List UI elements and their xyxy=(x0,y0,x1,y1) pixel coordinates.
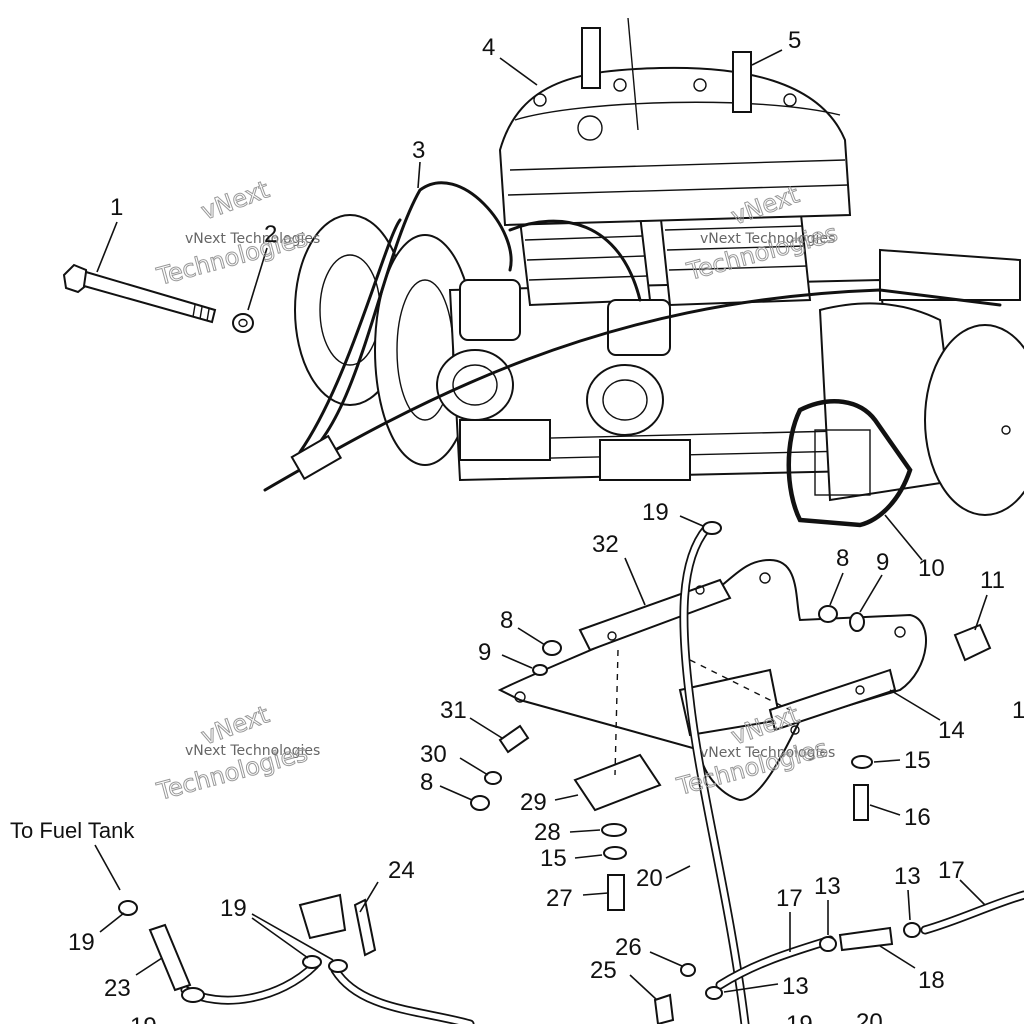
carb-right-top xyxy=(607,299,671,356)
carb-right-throat xyxy=(586,364,664,436)
callout-11: 11 xyxy=(980,567,1005,594)
leader-lines xyxy=(94,49,988,1001)
plate-29 xyxy=(573,753,662,812)
callout-25: 25 xyxy=(590,957,617,984)
callout-27: 27 xyxy=(546,885,573,912)
callout-31: 31 xyxy=(440,697,467,724)
callout-15-right: 15 xyxy=(904,747,931,774)
bolt-27 xyxy=(607,874,625,911)
screw-26 xyxy=(680,963,696,977)
clamp-19b xyxy=(118,900,138,916)
engine-assembly xyxy=(263,17,1024,528)
clamp-13a xyxy=(819,936,837,952)
callout-26: 26 xyxy=(615,934,642,961)
washer-15b xyxy=(603,846,627,860)
callout-3: 3 xyxy=(412,137,425,164)
callout-19-top: 19 xyxy=(642,499,669,526)
to-fuel-tank-label: To Fuel Tank xyxy=(10,818,135,843)
clamp-19e xyxy=(181,987,205,1003)
clamp-19a xyxy=(702,521,722,535)
watermark-b2: vNext Technologies xyxy=(700,231,835,247)
throttle-cable-3 xyxy=(298,181,513,464)
clamp-13c xyxy=(705,986,723,1000)
spark-plug-left xyxy=(581,27,601,89)
watermark-c2: vNext Technologies xyxy=(185,743,320,759)
watermark-d2: vNext Technologies xyxy=(700,745,835,761)
fuel-filter-23 xyxy=(148,923,192,992)
plate-32 xyxy=(578,578,732,652)
callout-1-cut: 1 xyxy=(1012,697,1024,724)
callout-1: 1 xyxy=(110,194,123,221)
nut-8a xyxy=(542,640,562,656)
callout-17-right: 17 xyxy=(938,857,965,884)
callout-30: 30 xyxy=(420,741,447,768)
nut-8b xyxy=(818,605,838,623)
callout-labels: 1 2 3 4 5 10 11 1 32 19 8 9 31 30 8 8 9 … xyxy=(10,27,1024,1024)
carb-left-top xyxy=(459,279,521,341)
callout-32: 32 xyxy=(592,531,619,558)
callout-16: 16 xyxy=(904,804,931,831)
callout-2: 2 xyxy=(264,221,277,248)
washer-15a xyxy=(851,755,873,769)
fuel-valve-24 xyxy=(298,893,347,940)
callout-8-lower: 8 xyxy=(420,769,433,796)
washer-30 xyxy=(484,771,502,785)
watermark-a2: vNext Technologies xyxy=(185,231,320,247)
engine-plate-10 xyxy=(786,399,913,528)
callout-15-center: 15 xyxy=(540,845,567,872)
bolt-16 xyxy=(853,784,869,821)
carb-left-throat xyxy=(436,349,514,421)
callout-8-right: 8 xyxy=(836,545,849,572)
callout-18: 18 xyxy=(918,967,945,994)
callout-17-left: 17 xyxy=(776,885,803,912)
nut-8c xyxy=(470,795,490,811)
bracket-25 xyxy=(653,993,675,1024)
callout-19-valve: 19 xyxy=(220,895,247,922)
right-pulley xyxy=(924,324,1024,516)
float-bowl-left xyxy=(459,419,551,461)
callout-4: 4 xyxy=(482,34,495,61)
callout-14: 14 xyxy=(938,717,965,744)
callout-20-bottom: 20 xyxy=(856,1009,883,1024)
callout-8-upper: 8 xyxy=(500,607,513,634)
callout-10: 10 xyxy=(918,555,945,582)
callout-19-bottom: 19 xyxy=(786,1011,813,1024)
bracket-rail xyxy=(768,668,897,732)
callout-13-bottom: 13 xyxy=(782,973,809,1000)
callout-9-right: 9 xyxy=(876,549,889,576)
callout-19-tank: 19 xyxy=(68,929,95,956)
bolt-1-shank xyxy=(82,270,217,324)
clamp-19c xyxy=(302,955,322,969)
fuel-system xyxy=(118,521,1024,1024)
callout-20-center: 20 xyxy=(636,865,663,892)
callout-9-left: 9 xyxy=(478,639,491,666)
watermark-a1: vNext xyxy=(197,175,272,225)
stud-31 xyxy=(498,724,530,754)
callout-23: 23 xyxy=(104,975,131,1002)
callout-13-left: 13 xyxy=(814,873,841,900)
fuel-filter-18 xyxy=(838,926,894,952)
washer-9a xyxy=(532,664,548,676)
starter-motor xyxy=(879,248,1021,301)
washer-2 xyxy=(232,313,254,333)
magneto-cover xyxy=(818,302,962,502)
cable-junction xyxy=(290,434,343,481)
washer-9b xyxy=(849,612,865,632)
spark-plug-right xyxy=(732,51,752,113)
callout-28: 28 xyxy=(534,819,561,846)
washer-28 xyxy=(601,823,627,837)
isolator-11 xyxy=(953,623,992,662)
callout-29: 29 xyxy=(520,789,547,816)
clamp-13b xyxy=(903,922,921,938)
callout-13-right: 13 xyxy=(894,863,921,890)
mount-parts xyxy=(62,263,992,911)
float-bowl-right xyxy=(599,439,691,481)
callout-24: 24 xyxy=(388,857,415,884)
callout-19-bottom-left: 19 xyxy=(130,1013,157,1024)
callout-5: 5 xyxy=(788,27,801,54)
